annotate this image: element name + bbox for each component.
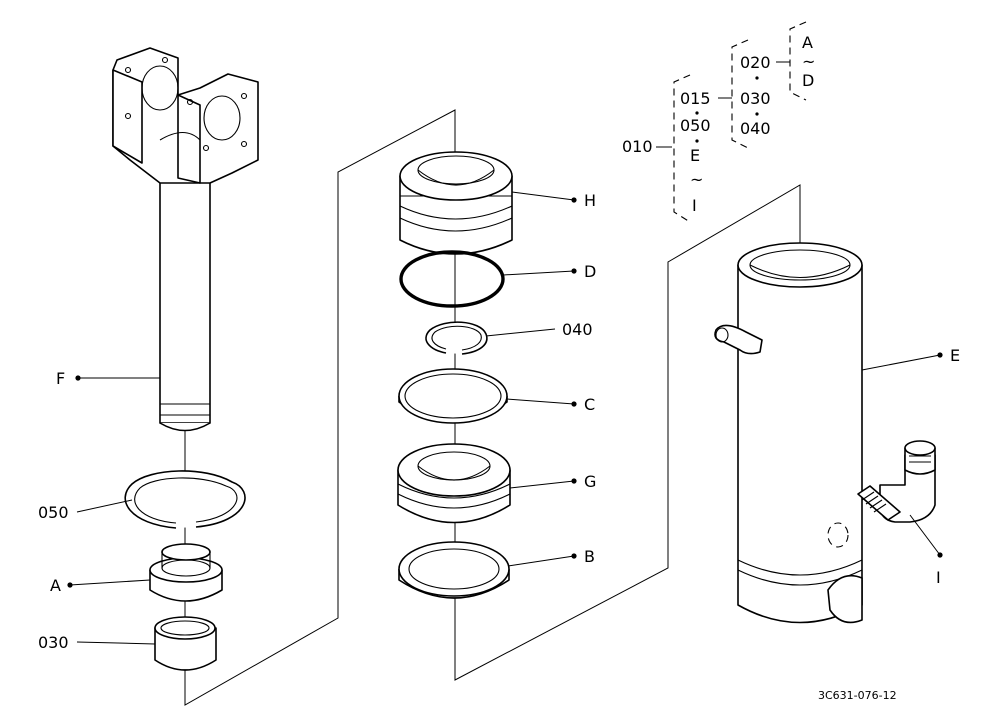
tree-col1-3: ~ [690,170,703,189]
label-G: G [584,472,596,491]
part-A-bushing [149,543,223,602]
tree-col2-0: 020 [740,53,771,72]
part-D-o-ring [399,250,505,308]
label-I: I [936,568,941,587]
label-D: D [584,262,596,281]
part-B-ring [398,541,510,599]
label-F: F [56,369,65,388]
part-050-snap-ring [124,470,246,529]
label-E: E [950,346,960,365]
part-I-elbow-fitting [857,440,936,523]
part-E-cylinder-tube [714,242,863,624]
tree-col1-0: 015 [680,89,711,108]
drawing-number: 3C631-076-12 [818,689,897,702]
tree-col3-0: A [802,33,813,52]
tree-col2-2: 040 [740,119,771,138]
label-040: 040 [562,320,593,339]
part-H-gland [399,151,513,255]
label-B: B [584,547,595,566]
assembly-tree: 010 015 050 E ~ I 020 030 040 A ~ D [622,21,815,223]
label-C: C [584,395,595,414]
tree-col3-2: D [802,71,814,90]
part-F-piston-rod [112,47,259,432]
tree-col1-4: I [692,196,697,215]
leader-lines [67,191,943,645]
label-H: H [584,191,596,210]
part-040-snap-ring [425,321,488,355]
tree-col1-1: 050 [680,116,711,135]
label-A: A [50,576,61,595]
part-G-piston [397,443,511,524]
tree-col3-1: ~ [802,52,815,71]
part-030-bushing [154,616,217,671]
label-030: 030 [38,633,69,652]
part-C-ring [398,368,508,424]
part-labels: F 050 A 030 H D 040 C G B E I [38,191,960,652]
tree-col1-2: E [690,146,700,165]
tree-root: 010 [622,137,653,156]
tree-col2-1: 030 [740,89,771,108]
label-050: 050 [38,503,69,522]
